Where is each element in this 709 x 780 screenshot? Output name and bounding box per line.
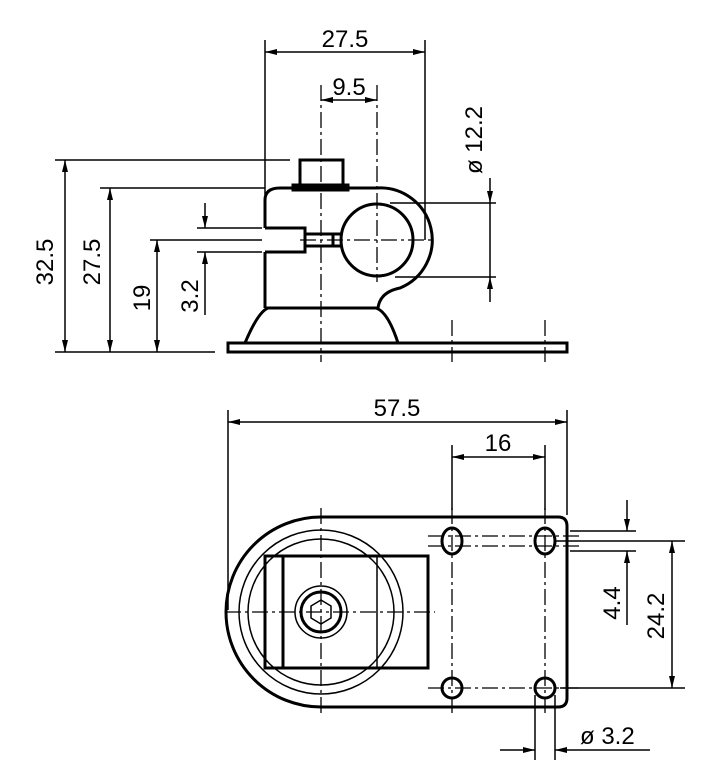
dim-slot-width: 3.2	[177, 279, 204, 312]
base-plate	[226, 341, 569, 354]
dim-bore-diameter: ø 12.2	[461, 106, 488, 174]
dim-body-height: 27.5	[79, 239, 106, 286]
dim-hole-spacing-y: 24.2	[643, 593, 670, 640]
dim-plate-length: 57.5	[374, 395, 421, 422]
dim-hole-spacing-x: 16	[485, 430, 512, 457]
dim-hole-size: 4.4	[599, 586, 626, 619]
dim-hole-diameter: ø 3.2	[580, 723, 635, 750]
bolt-flange	[291, 183, 350, 192]
top-view: 57.5 16 4.4 24.2 ø 3.2	[224, 395, 685, 760]
dim-total-width: 27.5	[322, 26, 369, 53]
side-view: 27.5 9.5 ø 12.2 32.5 27.5 19 3.2	[32, 26, 569, 362]
clamp-body	[263, 186, 434, 310]
dim-total-height: 32.5	[32, 239, 59, 286]
dim-center-height: 19	[129, 285, 156, 312]
dim-clamp-offset: 9.5	[332, 74, 365, 101]
plate-outline	[224, 515, 569, 709]
